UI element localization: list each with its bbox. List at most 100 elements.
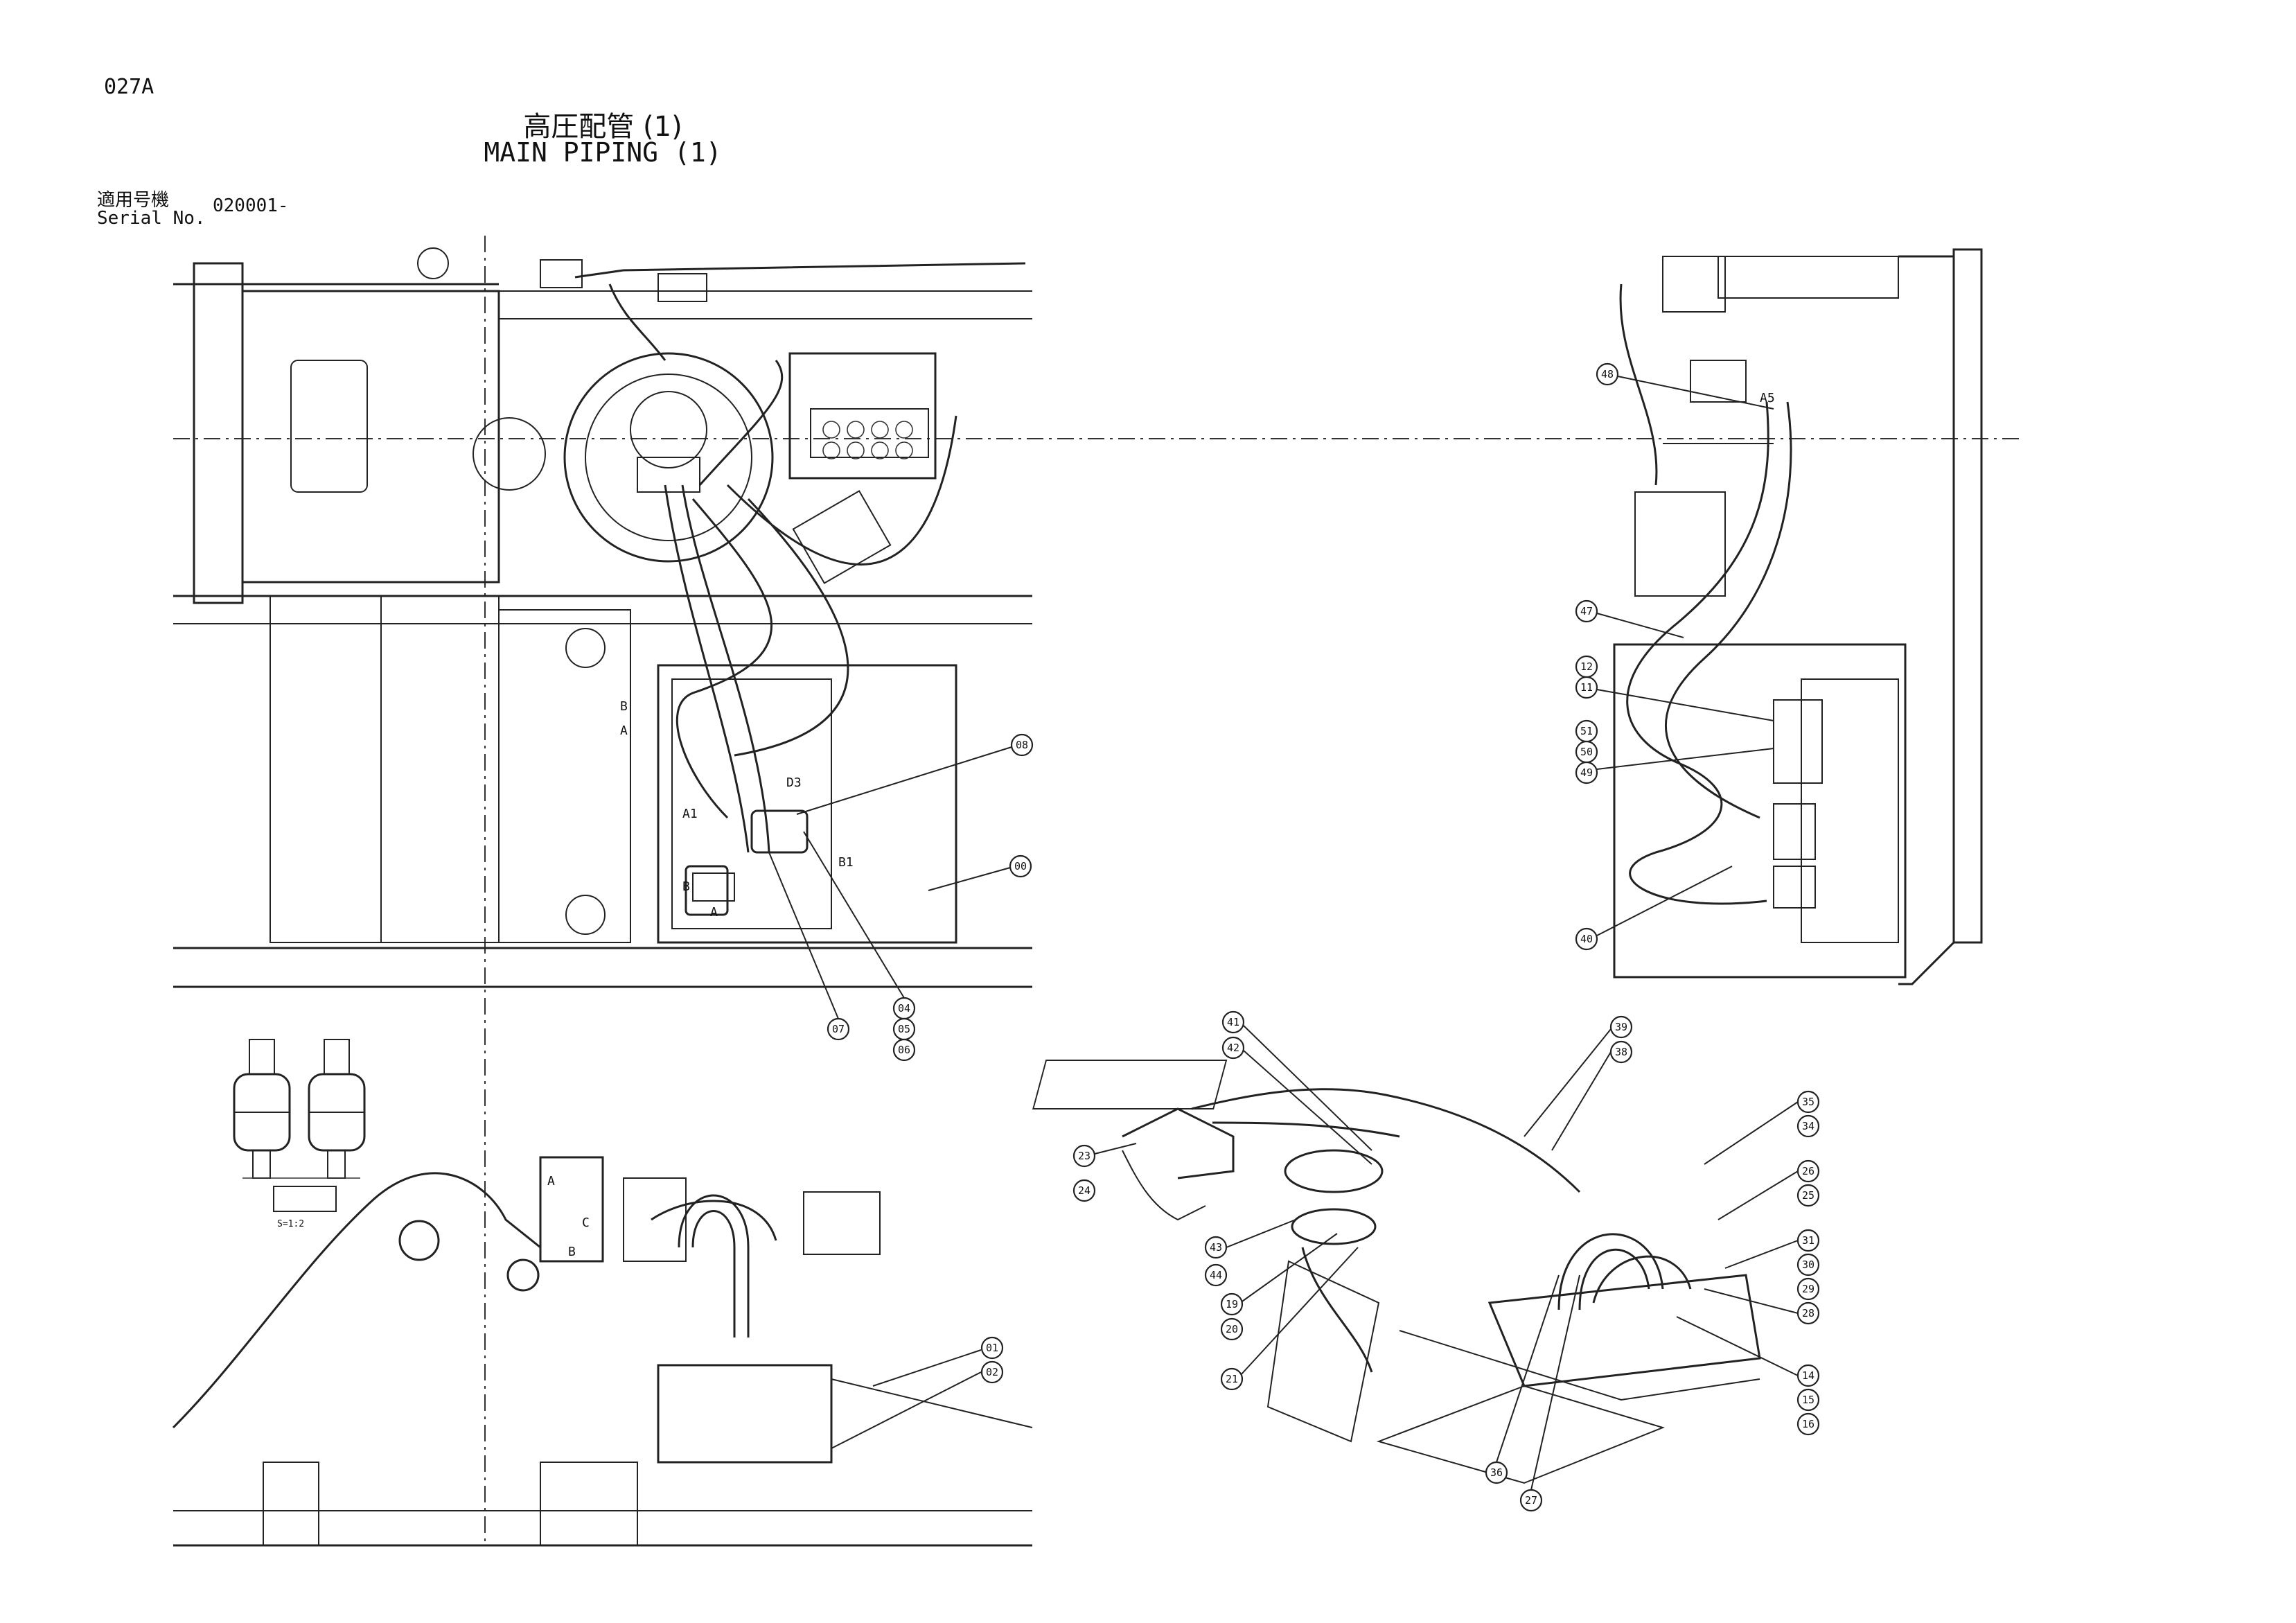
svg-text:06: 06 [898,1044,910,1056]
title-english: MAIN PIPING (1) [484,137,722,168]
callout-05: 05 [892,1017,916,1041]
page-code: 027A [104,75,154,99]
svg-text:44: 44 [1210,1269,1222,1281]
callout-40: 40 [1575,927,1598,951]
svg-text:00: 00 [1014,860,1027,872]
svg-text:15: 15 [1802,1394,1814,1406]
callout-24: 24 [1072,1179,1096,1202]
svg-text:50: 50 [1580,746,1593,758]
callout-50: 50 [1575,740,1598,764]
svg-text:28: 28 [1802,1307,1814,1319]
bottom-left-view: A C B [172,1156,1033,1547]
svg-text:38: 38 [1615,1046,1627,1058]
svg-text:05: 05 [898,1023,910,1035]
callout-20: 20 [1220,1317,1244,1341]
callout-08: 08 [1010,733,1034,757]
callout-39: 39 [1609,1015,1633,1039]
svg-text:40: 40 [1580,933,1593,945]
callout-34: 34 [1796,1114,1820,1138]
callout-49: 49 [1575,761,1598,784]
svg-text:42: 42 [1227,1042,1239,1054]
callout-25: 25 [1796,1184,1820,1207]
svg-text:21: 21 [1226,1373,1238,1385]
callout-11: 11 [1575,676,1598,699]
callout-16: 16 [1796,1412,1820,1436]
svg-text:04: 04 [898,1002,910,1015]
port-label-a1: A1 [682,807,698,821]
callout-00: 00 [1009,854,1032,878]
svg-text:11: 11 [1580,681,1593,694]
title-japanese: 高圧配管 (1) [523,111,682,143]
svg-text:16: 16 [1802,1418,1814,1430]
callout-12: 12 [1575,655,1598,678]
port-label-a5: A5 [1760,391,1775,405]
svg-text:01: 01 [986,1342,998,1354]
svg-text:29: 29 [1802,1283,1814,1295]
port-label-d3: D3 [786,775,802,790]
callout-38: 38 [1609,1040,1633,1064]
callout-48: 48 [1596,362,1619,386]
svg-text:26: 26 [1802,1165,1814,1177]
svg-text:36: 36 [1490,1466,1503,1479]
svg-text:20: 20 [1226,1323,1238,1335]
callout-36: 36 [1485,1461,1508,1484]
port-label-c-bottom: C [582,1216,590,1230]
svg-text:07: 07 [832,1023,845,1035]
callout-23: 23 [1072,1144,1096,1168]
top-right-view [1613,248,1983,985]
svg-text:14: 14 [1802,1369,1814,1382]
top-left-view: B A A1 D3 B1 A B [173,247,1032,988]
svg-text:41: 41 [1227,1016,1239,1028]
callout-04: 04 [892,997,916,1020]
svg-text:12: 12 [1580,660,1593,673]
serial-label-japanese: 適用号機 [97,190,170,211]
bottom-right-view [1032,1060,1761,1484]
svg-text:34: 34 [1802,1120,1814,1132]
svg-text:02: 02 [986,1366,998,1378]
callout-27: 27 [1519,1489,1543,1512]
serial-number-range: 020001- [213,195,289,216]
callout-51: 51 [1575,719,1598,743]
callout-47: 47 [1575,599,1598,623]
svg-text:35: 35 [1802,1096,1814,1108]
port-label-b1: B1 [838,855,854,870]
port-label-a-lower: A [710,905,718,920]
serial-label-english: Serial No. [97,208,206,229]
callouts: 08 00 07 04 05 06 48 47 12 11 51 50 49 4… [768,362,1820,1512]
callout-02: 02 [980,1360,1004,1384]
callout-14: 14 [1796,1364,1820,1387]
svg-text:30: 30 [1802,1258,1814,1271]
svg-text:31: 31 [1802,1234,1814,1247]
svg-text:43: 43 [1210,1241,1222,1254]
port-label-b: B [620,699,628,714]
svg-text:19: 19 [1226,1298,1238,1310]
callout-21: 21 [1220,1367,1244,1391]
callout-15: 15 [1796,1388,1820,1412]
svg-text:24: 24 [1078,1184,1090,1197]
callout-43: 43 [1204,1236,1228,1259]
callout-29: 29 [1796,1277,1820,1301]
svg-text:39: 39 [1615,1021,1627,1033]
svg-text:27: 27 [1525,1494,1537,1507]
svg-text:47: 47 [1580,605,1593,617]
inset-scale-label: S=1:2 [277,1219,304,1229]
inset-fittings-view: S=1:2 [233,1039,366,1229]
callout-01: 01 [980,1336,1004,1360]
port-label-b-lower: B [682,879,690,894]
callout-44: 44 [1204,1263,1228,1287]
callout-31: 31 [1796,1229,1820,1252]
svg-text:25: 25 [1802,1189,1814,1202]
svg-text:48: 48 [1601,368,1614,380]
callout-07: 07 [827,1017,850,1041]
callout-41: 41 [1221,1010,1245,1034]
callout-42: 42 [1221,1036,1245,1060]
callout-06: 06 [892,1038,916,1062]
port-label-b-bottom: B [568,1245,576,1259]
svg-text:49: 49 [1580,766,1593,779]
callout-26: 26 [1796,1159,1820,1183]
callout-28: 28 [1796,1301,1820,1325]
port-label-a: A [620,723,628,738]
svg-text:51: 51 [1580,725,1593,737]
